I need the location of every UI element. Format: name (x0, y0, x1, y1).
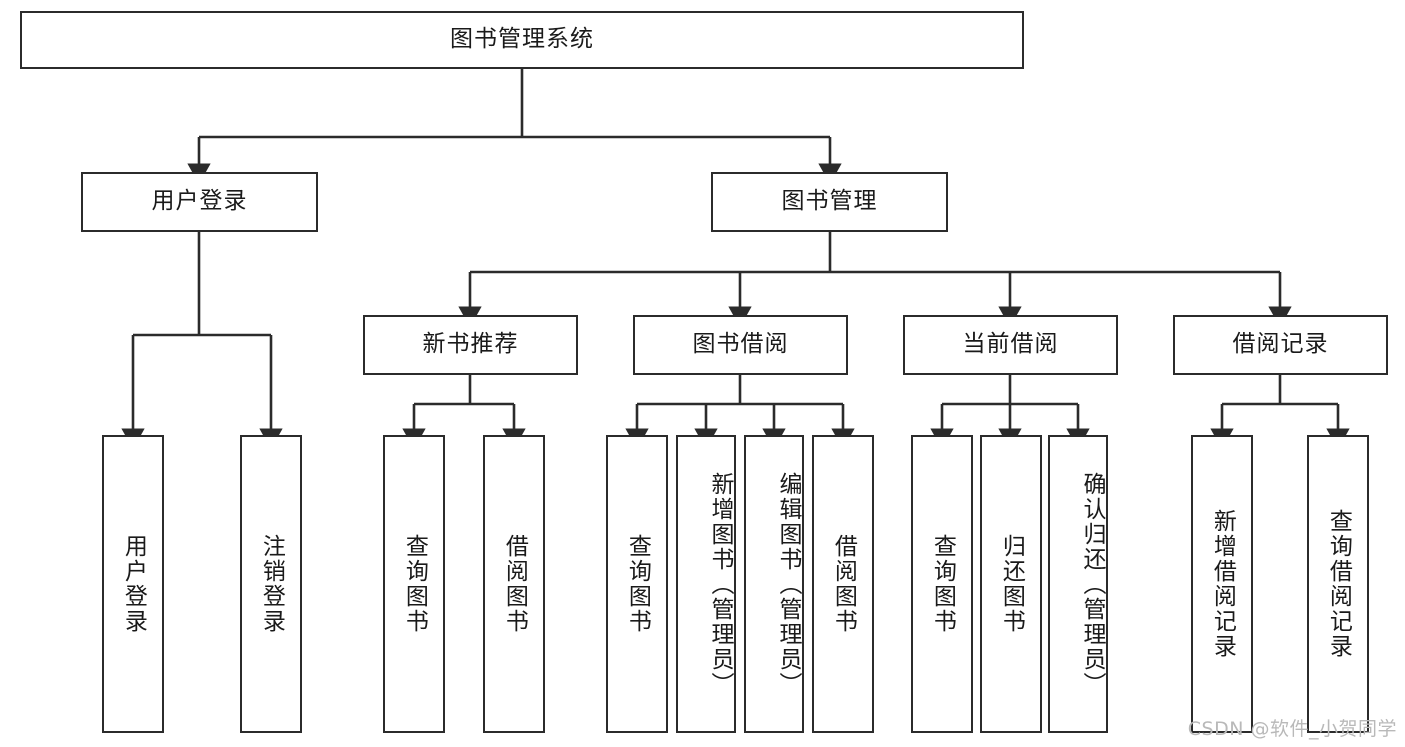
node-leaf-add-record[interactable]: 新增借阅记录 (1191, 435, 1253, 733)
node-leaf-user-login-label: 用户登录 (120, 534, 147, 634)
node-root[interactable]: 图书管理系统 (20, 11, 1024, 69)
node-leaf-add-record-label: 新增借阅记录 (1209, 509, 1236, 659)
node-leaf-borrow-book-1[interactable]: 借阅图书 (483, 435, 545, 733)
node-leaf-borrow-book-2[interactable]: 借阅图书 (812, 435, 874, 733)
node-leaf-return-book[interactable]: 归还图书 (980, 435, 1042, 733)
node-leaf-borrow-book-1-label: 借阅图书 (501, 534, 528, 634)
node-leaf-query-book-1-label: 查询图书 (401, 534, 428, 634)
node-borrow-record-label: 借阅记录 (1232, 331, 1329, 358)
node-book-borrow[interactable]: 图书借阅 (633, 315, 848, 375)
node-leaf-add-book[interactable]: 新增图书（管理员） (676, 435, 736, 733)
node-book-manage[interactable]: 图书管理 (711, 172, 948, 232)
node-leaf-edit-book[interactable]: 编辑图书（管理员） (744, 435, 804, 733)
node-borrow-record[interactable]: 借阅记录 (1173, 315, 1388, 375)
node-leaf-query-book-1[interactable]: 查询图书 (383, 435, 445, 733)
node-leaf-logout-label: 注销登录 (258, 534, 285, 634)
node-book-manage-label: 图书管理 (781, 188, 878, 215)
node-leaf-confirm-return-label: 确认归还（管理员） (1079, 471, 1105, 697)
node-leaf-return-book-label: 归还图书 (998, 534, 1025, 634)
csdn-watermark: CSDN @软件_小贺同学 (1187, 718, 1397, 740)
node-user-login[interactable]: 用户登录 (81, 172, 318, 232)
node-leaf-query-book-3-label: 查询图书 (929, 534, 956, 634)
node-leaf-add-book-label: 新增图书（管理员） (707, 471, 733, 697)
node-leaf-query-book-2-label: 查询图书 (624, 534, 651, 634)
node-user-login-label: 用户登录 (151, 188, 248, 215)
node-new-book-recommend-label: 新书推荐 (422, 331, 519, 358)
node-leaf-query-record-label: 查询借阅记录 (1325, 509, 1352, 659)
node-root-label: 图书管理系统 (450, 26, 594, 53)
node-leaf-edit-book-label: 编辑图书（管理员） (775, 471, 801, 697)
node-book-borrow-label: 图书借阅 (692, 331, 789, 358)
node-leaf-confirm-return[interactable]: 确认归还（管理员） (1048, 435, 1108, 733)
node-leaf-borrow-book-2-label: 借阅图书 (830, 534, 857, 634)
node-leaf-query-book-3[interactable]: 查询图书 (911, 435, 973, 733)
node-leaf-query-book-2[interactable]: 查询图书 (606, 435, 668, 733)
node-leaf-user-login[interactable]: 用户登录 (102, 435, 164, 733)
node-new-book-recommend[interactable]: 新书推荐 (363, 315, 578, 375)
node-current-borrow-label: 当前借阅 (962, 331, 1059, 358)
node-current-borrow[interactable]: 当前借阅 (903, 315, 1118, 375)
node-leaf-query-record[interactable]: 查询借阅记录 (1307, 435, 1369, 733)
node-leaf-logout[interactable]: 注销登录 (240, 435, 302, 733)
